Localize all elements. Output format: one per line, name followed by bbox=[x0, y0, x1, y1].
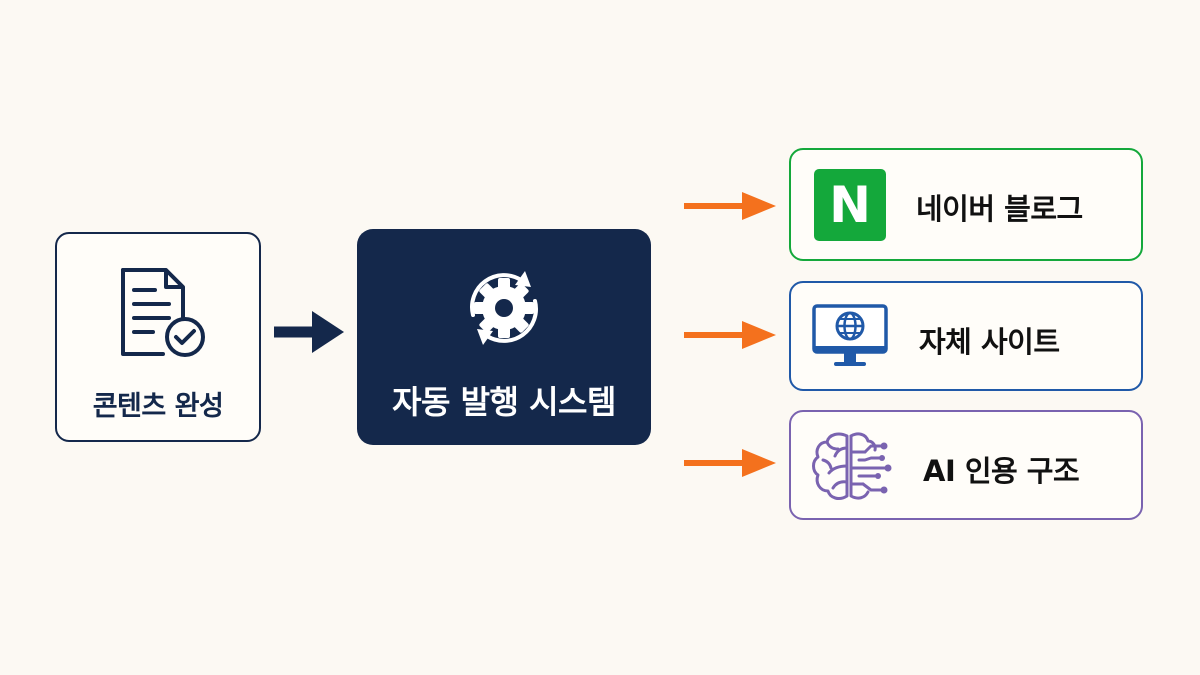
own-site-label: 자체 사이트 bbox=[919, 325, 1060, 359]
content-complete-node: 콘텐츠 완성 bbox=[55, 232, 261, 442]
own-site-node: 자체 사이트 bbox=[789, 281, 1143, 391]
naver-blog-node: N 네이버 블로그 bbox=[789, 148, 1143, 261]
content-complete-label: 콘텐츠 완성 bbox=[92, 391, 224, 422]
globe-monitor-icon bbox=[812, 304, 888, 366]
auto-publish-system-label: 자동 발행 시스템 bbox=[392, 383, 616, 421]
brain-circuit-icon bbox=[812, 432, 892, 500]
naver-logo-icon: N bbox=[814, 169, 886, 241]
ai-citation-node: AI 인용 구조 bbox=[789, 410, 1143, 520]
arrow-content-to-system bbox=[274, 311, 344, 353]
arrow-to-own-site bbox=[684, 321, 776, 349]
document-check-icon bbox=[121, 268, 205, 357]
arrow-to-ai-citation bbox=[684, 449, 776, 477]
naver-blog-label: 네이버 블로그 bbox=[916, 192, 1083, 226]
arrow-to-naver-blog bbox=[684, 192, 776, 220]
gear-cycle-icon bbox=[470, 271, 538, 345]
auto-publish-system-node: 자동 발행 시스템 bbox=[357, 229, 651, 445]
ai-citation-label: AI 인용 구조 bbox=[923, 454, 1080, 488]
